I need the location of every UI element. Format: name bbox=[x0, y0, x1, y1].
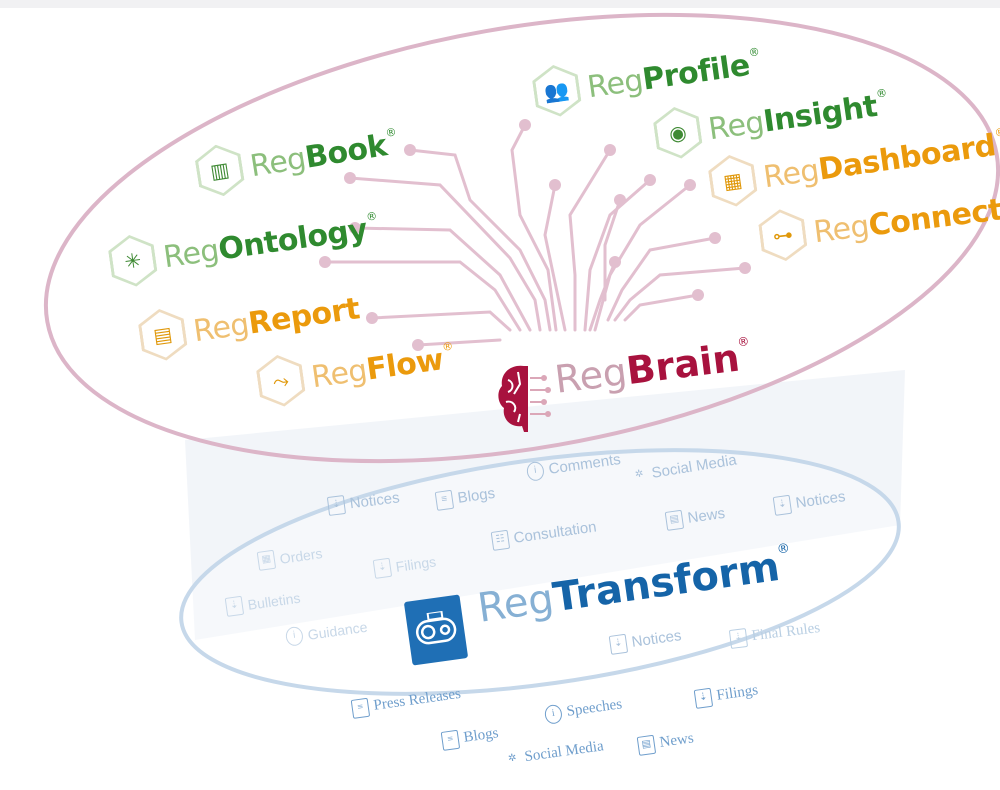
users-icon: 👥 bbox=[530, 62, 583, 120]
brain-icon bbox=[498, 365, 551, 432]
report-icon: ▤ bbox=[136, 306, 189, 364]
top-bar bbox=[0, 0, 1000, 8]
circuit-nodes bbox=[319, 119, 751, 351]
connect-icon: ⊶ bbox=[757, 207, 809, 264]
flow-icon: ⤳ bbox=[254, 352, 307, 410]
brain-ring bbox=[43, 12, 1000, 464]
transform-ring bbox=[179, 448, 901, 696]
connector-funnel bbox=[185, 370, 905, 640]
dashboard-icon: ▦ bbox=[706, 152, 759, 210]
circuit-lines bbox=[323, 123, 747, 347]
eye-icon: ◉ bbox=[651, 104, 704, 162]
network-icon: ✳ bbox=[106, 232, 159, 290]
gears-icon bbox=[403, 594, 469, 666]
book-icon: ▥ bbox=[193, 141, 247, 200]
